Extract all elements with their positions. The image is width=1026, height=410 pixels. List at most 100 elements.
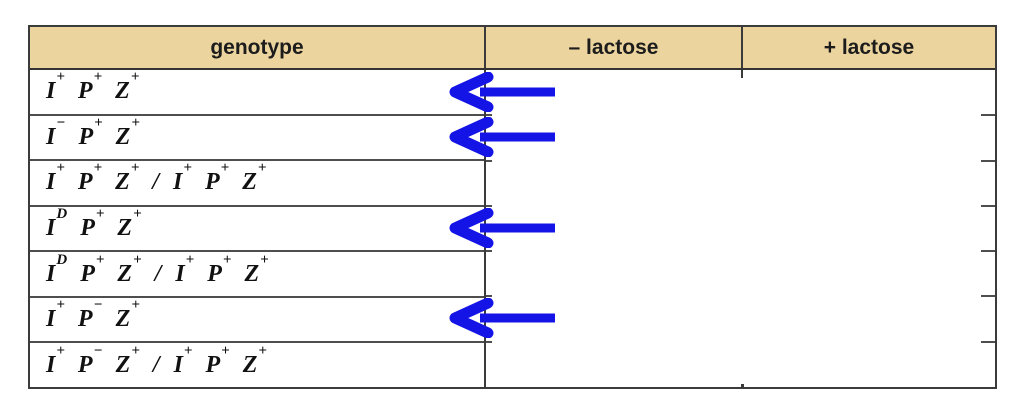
gene-superscript: + [56,69,65,86]
column-header-plus-lactose-label: + lactose [823,35,915,59]
column-header-minus-lactose: – lactose [486,27,743,68]
genotype-slash: / [152,351,160,378]
row-line-stub [486,160,492,162]
genotype-text: I+ P− Z+ / I+ P+ Z+ [46,342,267,379]
row-line-right-tick [981,160,995,162]
row-line-stub [486,295,492,297]
gene-superscript: + [93,69,103,86]
gene-symbol: I+ [173,342,193,378]
gene-superscript: + [95,206,105,223]
genotype-slash: / [154,260,162,287]
row-line-stub [486,250,492,252]
gene-symbol: Z+ [244,251,269,287]
left-arrow-icon [446,116,558,158]
left-arrow-icon [446,207,558,248]
genotype-text: I+ P+ Z+ [46,69,140,105]
gene-symbol: I+ [175,251,195,287]
column-header-minus-lactose-label: – lactose [568,35,659,59]
row-line-right-tick [981,341,995,343]
row-line-stub [486,341,492,343]
table-row: ID P+ Z+ / I+ P+ Z+ [30,252,484,298]
column-header-genotype: genotype [30,27,486,68]
genotype-slash: / [152,169,160,196]
gene-superscript: + [93,160,103,177]
column-header-plus-lactose: + lactose [743,27,995,68]
table-row: ID P+ Z+ [30,207,484,253]
row-line-right-tick [981,295,995,297]
gene-symbol: I+ [46,342,65,378]
row-line-right-tick [981,205,995,207]
gene-superscript: + [130,160,140,177]
column-divider-bottom-tick [741,384,744,387]
gene-symbol: I+ [46,160,65,196]
gene-superscript: + [183,342,193,359]
gene-symbol: Z+ [115,114,140,150]
gene-symbol: P− [77,342,103,378]
genotype-text: I+P−Z+ [46,297,140,333]
gene-superscript: + [183,160,192,177]
row-line-stub [486,205,492,207]
gene-superscript: + [222,251,232,268]
genotype-text: I+ P+ Z+ / I+ P+ Z+ [46,160,267,196]
lac-operon-genotype-table: genotype – lactose + lactose I+ P+ Z+ I− P+ Z… [28,25,997,389]
gene-superscript: D [56,251,68,268]
left-arrow-icon [446,297,558,339]
left-arrow-icon [446,71,558,113]
results-panel [486,70,995,387]
table-row: I+ P− Z+ / I+ P+ Z+ [30,343,484,387]
gene-symbol: I− [46,114,66,150]
column-header-genotype-label: genotype [210,35,304,59]
genotype-text: ID P+ Z+ [46,206,142,242]
row-line-right-tick [981,250,995,252]
gene-symbol: P+ [204,160,230,196]
table-row: I+ P+ Z+ / I+ P+ Z+ [30,161,484,207]
gene-superscript: + [260,251,269,268]
gene-superscript: + [131,342,140,359]
gene-symbol: P+ [80,206,105,242]
gene-superscript: + [185,251,195,268]
table-row: I+P−Z+ [30,298,484,344]
gene-symbol: P+ [78,114,103,150]
gene-superscript: + [56,342,65,359]
column-divider-tick [741,70,743,78]
gene-superscript: − [93,297,103,314]
table-row: I+ P+ Z+ [30,70,484,116]
gene-superscript: D [56,206,68,223]
gene-superscript: + [56,160,65,177]
gene-superscript: + [258,342,267,359]
gene-symbol: ID [46,251,68,287]
genotype-column: I+P+Z+I−P+Z+I+P+Z+/I+P+Z+IDP+Z+IDP+Z+/I+… [30,70,486,387]
gene-symbol: Z+ [115,160,140,196]
gene-symbol: P+ [205,342,230,378]
gene-superscript: + [130,69,140,86]
gene-superscript: − [93,342,103,359]
gene-symbol: Z+ [115,69,140,105]
gene-symbol: Z+ [117,251,142,287]
gene-symbol: I+ [46,69,65,105]
table-header-row: genotype – lactose + lactose [30,27,995,70]
gene-superscript: − [56,114,66,131]
gene-symbol: Z+ [242,342,267,378]
gene-symbol: Z+ [242,160,267,196]
gene-superscript: + [95,251,105,268]
gene-superscript: + [221,342,230,359]
gene-symbol: P+ [77,69,103,105]
gene-symbol: ID [46,206,68,242]
gene-symbol: I+ [173,160,192,196]
gene-superscript: + [220,160,230,177]
gene-symbol: Z+ [115,342,140,378]
gene-symbol: Z+ [115,297,140,333]
row-line-right-tick [981,114,995,116]
row-line-stub [486,114,492,116]
gene-symbol: P+ [80,251,105,287]
genotype-text: ID P+ Z+ / I+ P+ Z+ [46,251,269,288]
gene-symbol: P+ [77,160,103,196]
gene-superscript: + [257,160,267,177]
gene-superscript: + [56,297,65,314]
gene-symbol: P+ [207,251,232,287]
gene-symbol: Z+ [117,206,142,242]
gene-superscript: + [131,114,140,131]
gene-superscript: + [94,114,103,131]
table-row: I− P+ Z+ [30,114,484,162]
gene-symbol: I+ [46,297,65,333]
